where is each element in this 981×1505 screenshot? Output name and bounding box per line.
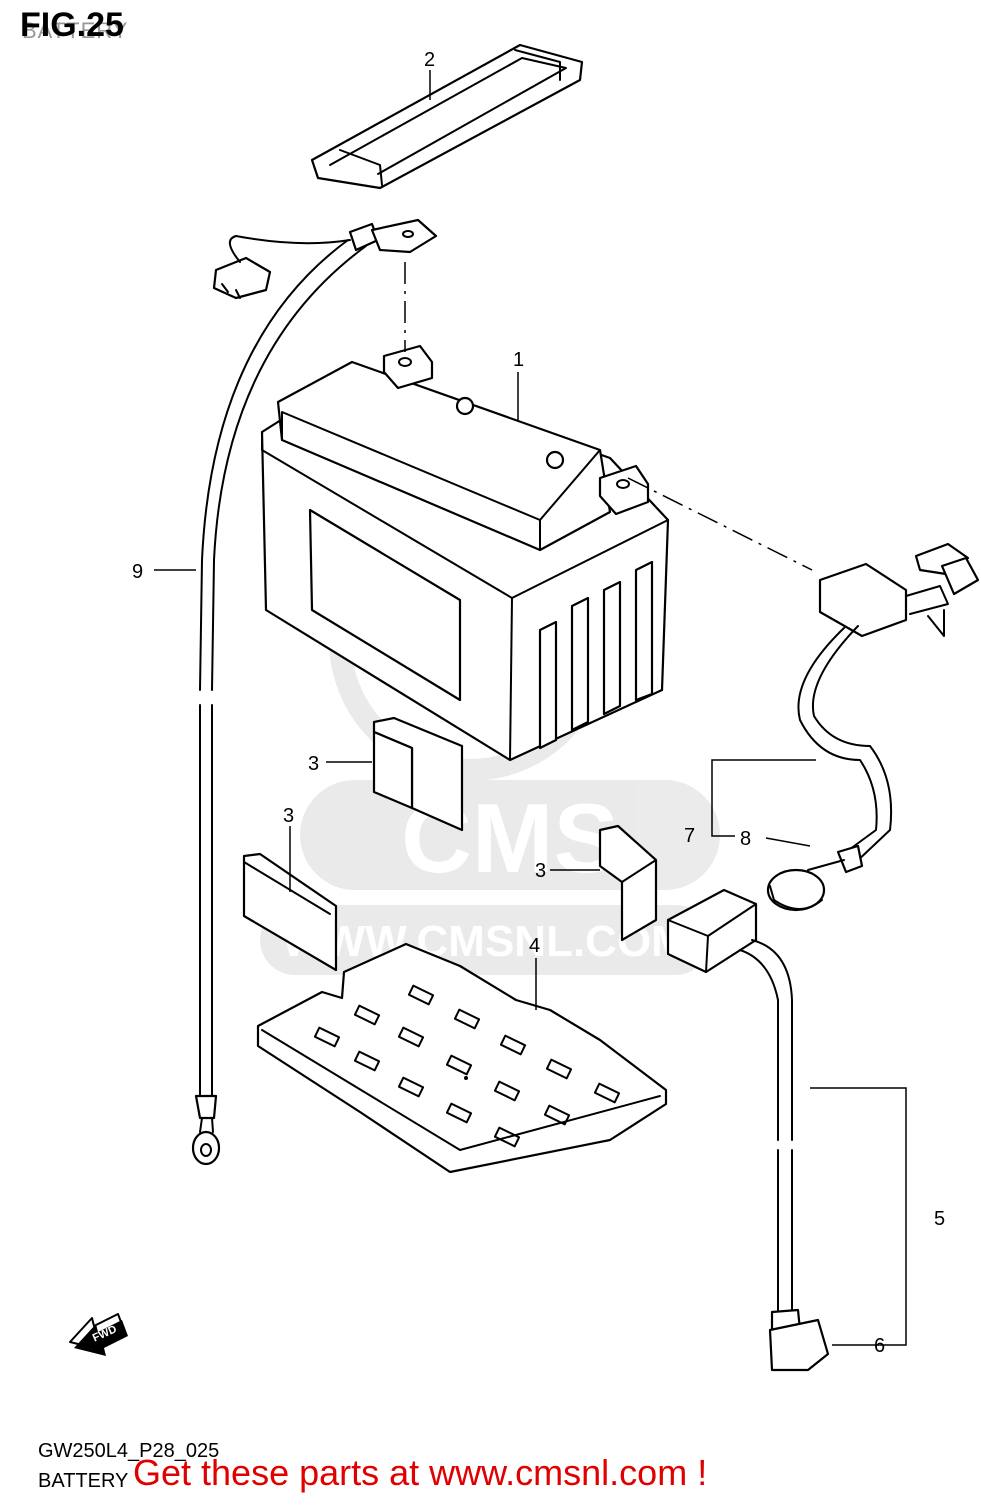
leader-lines <box>154 70 907 1346</box>
callout-9: 9 <box>132 561 143 583</box>
tray-slots <box>313 984 621 1148</box>
callouts: 1 2 3 3 3 4 5 6 7 8 9 <box>132 49 945 1357</box>
callout-3-right: 3 <box>535 860 546 882</box>
callout-1: 1 <box>513 349 524 371</box>
battery-pad-upper <box>372 716 464 832</box>
callout-3-left: 3 <box>283 805 294 827</box>
battery-pad-right <box>598 824 658 942</box>
callout-8: 8 <box>740 828 751 850</box>
cap-cable <box>666 888 830 1372</box>
assembly-line-positive <box>627 477 813 571</box>
battery-strap <box>310 43 584 190</box>
promo-link[interactable]: Get these parts at www.cmsnl.com ! <box>133 1452 708 1493</box>
negative-cable <box>191 218 438 1166</box>
battery <box>260 344 670 762</box>
figure-title: FIG.25 <box>20 6 124 44</box>
battery-pad-left <box>242 852 338 972</box>
diagram-code: GW250L4_P28_025 <box>38 1440 220 1462</box>
battery-tray <box>256 942 668 1174</box>
callout-4: 4 <box>529 935 540 957</box>
callout-3-upper: 3 <box>308 753 319 775</box>
forward-arrow-icon: FWD <box>69 1313 128 1356</box>
diagram-caption: BATTERY <box>38 1470 129 1492</box>
callout-7: 7 <box>684 825 695 847</box>
callout-2: 2 <box>424 49 435 71</box>
positive-cable <box>766 542 980 912</box>
callout-5: 5 <box>934 1208 945 1230</box>
watermark-url: WWW.CMSNL.COM <box>282 917 688 966</box>
callout-6: 6 <box>874 1335 885 1357</box>
figure-subtitle-overlay: BATTERY <box>22 18 129 43</box>
